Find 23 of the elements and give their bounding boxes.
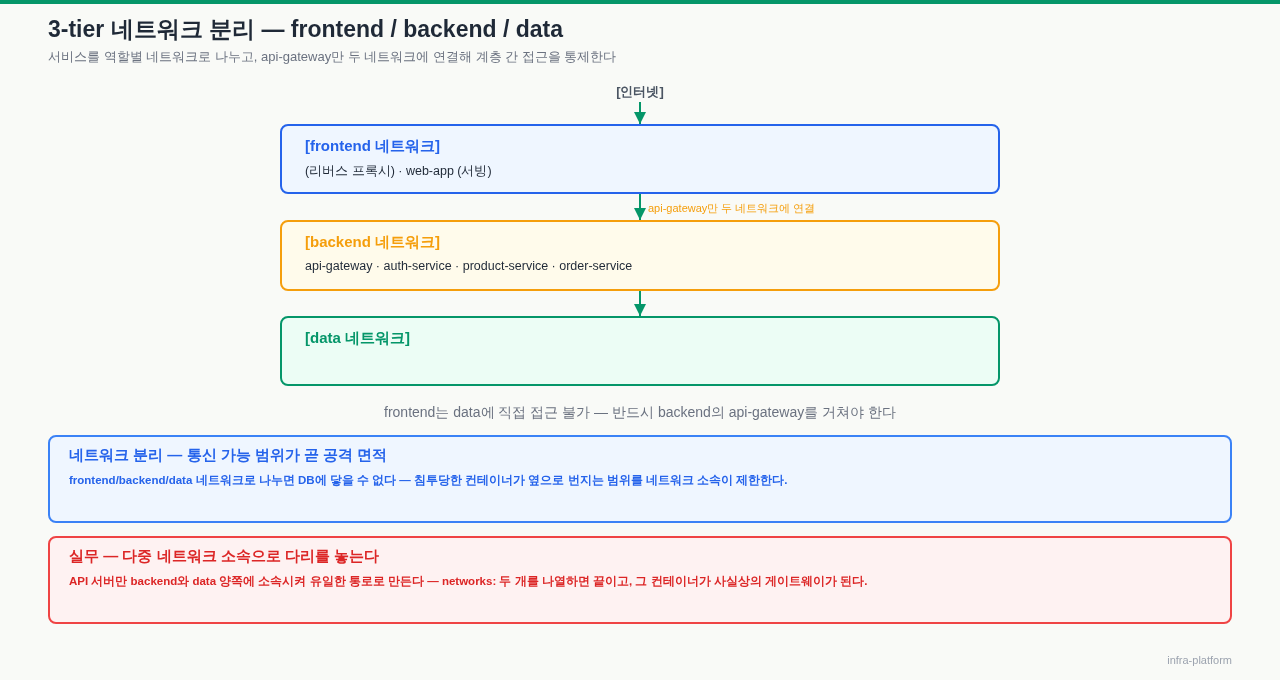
bare-label: [인터넷] [600, 82, 680, 102]
note-text: frontend는 data에 직접 접근 불가 — 반드시 backend의 api-gateway를 거쳐야 한다 [383, 404, 897, 422]
network-box [280, 220, 1000, 291]
note-body: frontend/backend/data 네트워크로 나누면 DB에 닿을 수 없다 — 침투당한 컨테이너가 옆으로 번지는 범위를 네트워크 소속이 제한한다. [69, 473, 788, 488]
note-heading: 네트워크 분리 — 통신 가능 범위가 곧 공격 면적 [69, 446, 388, 465]
network-heading: [frontend 네트워크] [305, 137, 440, 156]
network-heading: [backend 네트워크] [305, 233, 440, 252]
network-box [280, 316, 1000, 386]
subtitle: 서비스를 역할별 네트워크로 나누고, api-gateway만 두 네트워크에 연결해 계층 간 접근을 통제한다 [48, 48, 617, 66]
service-list: (리버스 프록시) · web-app (서빙) [305, 163, 492, 180]
edge-label: api-gateway만 두 네트워크에 연결 [648, 201, 816, 216]
network-box [280, 124, 1000, 194]
footer-text: infra-platform [1167, 654, 1232, 666]
title: 3-tier 네트워크 분리 — frontend / backend / data [48, 15, 563, 44]
arrow [634, 290, 646, 317]
note-heading: 실무 — 다중 네트워크 소속으로 다리를 놓는다 [69, 547, 379, 566]
note-card [48, 536, 1232, 624]
note-body: API 서버만 backend와 data 양쪽에 소속시켜 유일한 통로로 만든다 — networks: 두 개를 나열하면 끝이고, 그 컨테이너가 사실상의 게이트웨이가 된다. [69, 574, 868, 589]
service-list: api-gateway · auth-service · product-service · order-service [305, 259, 633, 273]
arrow [634, 193, 646, 221]
note-card [48, 435, 1232, 523]
arrow [634, 101, 646, 125]
network-heading: [data 네트워크] [305, 329, 410, 348]
